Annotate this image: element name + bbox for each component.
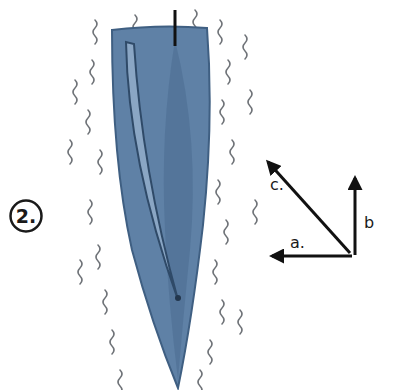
ripple — [198, 370, 202, 390]
mast — [174, 10, 177, 46]
ripple — [243, 35, 247, 59]
callout-number: 2. — [16, 205, 36, 227]
mast-foot — [175, 295, 181, 301]
circled-number: 2. — [9, 199, 43, 233]
ripple — [78, 260, 82, 284]
ripple — [68, 140, 72, 164]
ripple — [224, 220, 228, 244]
vector-b — [354, 178, 357, 255]
ripple — [88, 200, 92, 224]
ripple — [253, 200, 257, 224]
vector-label: b — [364, 214, 374, 232]
ripple — [230, 140, 234, 164]
ripple — [220, 300, 224, 324]
hull-shade — [164, 40, 193, 380]
vector-c — [268, 162, 350, 253]
sail — [126, 42, 178, 300]
ripple — [110, 330, 114, 354]
vector-label: a. — [290, 234, 305, 252]
ripple — [213, 260, 217, 284]
ripple — [208, 340, 212, 364]
ripple — [216, 180, 220, 204]
ripple — [90, 60, 94, 84]
ripple — [93, 20, 97, 44]
ripple — [218, 20, 222, 44]
ripple — [96, 245, 100, 269]
ripple — [248, 90, 252, 114]
ripple — [238, 310, 242, 334]
hull — [112, 26, 210, 388]
ripple — [226, 60, 230, 84]
ripple — [73, 80, 77, 104]
vector-label: c. — [270, 176, 284, 194]
vector-a — [272, 255, 352, 258]
ripple — [98, 150, 102, 174]
ripple — [103, 290, 107, 314]
ripple — [220, 100, 224, 124]
water-ripples — [68, 10, 257, 390]
ripple — [118, 370, 122, 390]
ripple — [86, 110, 90, 134]
